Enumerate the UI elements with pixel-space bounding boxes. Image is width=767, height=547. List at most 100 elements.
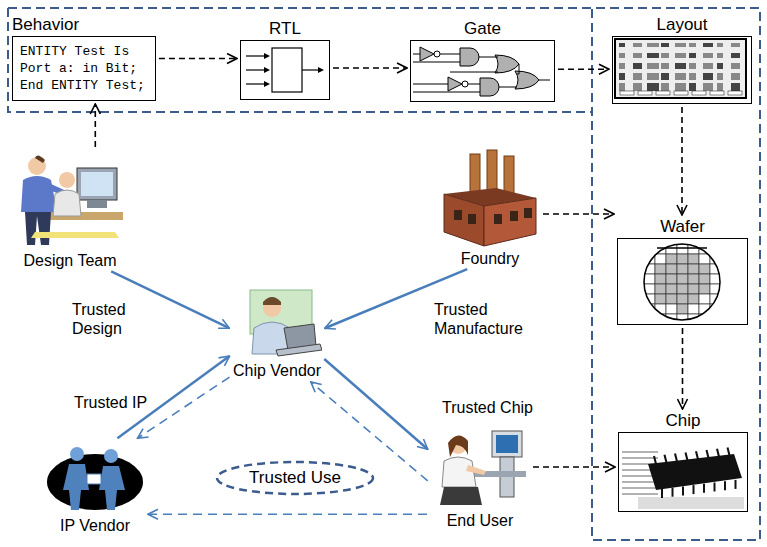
icon-part (21, 176, 57, 212)
icon-part (499, 86, 517, 87)
icon-part (492, 431, 522, 457)
icon-part (264, 67, 270, 73)
flow-arrow (682, 328, 684, 409)
icon-part (655, 294, 666, 304)
flow-arrow (159, 58, 237, 60)
icon-part (688, 264, 699, 274)
icon-part (710, 314, 721, 324)
team-illustration (15, 150, 125, 250)
icon-part (657, 247, 707, 249)
icon-part (717, 448, 719, 456)
layout-illustration (612, 36, 752, 104)
chip-illustration (618, 432, 748, 512)
icon-part (727, 447, 729, 455)
icon-part (264, 53, 270, 59)
icon-part (25, 212, 51, 245)
stage-heading: Layout (656, 16, 707, 34)
icon-part (706, 450, 708, 458)
icon-part (638, 497, 744, 498)
behavior-box: BehaviorENTITY Test Is Port a: in Bit; E… (12, 36, 156, 101)
chip-box: Chip (618, 432, 748, 512)
stage-heading: RTL (269, 20, 301, 38)
icon-part (675, 43, 686, 47)
icon-part (638, 505, 744, 506)
icon-part (619, 43, 625, 47)
icon-part (444, 194, 484, 246)
icon-part (689, 63, 696, 69)
icon-part (496, 435, 518, 453)
icon-part (633, 83, 642, 91)
flow-arrow (558, 68, 609, 70)
icon-part (685, 452, 687, 460)
foundry: Foundry (440, 148, 540, 248)
icon-part (448, 77, 462, 91)
icon-part (699, 264, 710, 274)
icon-part (675, 453, 677, 461)
icon-part (647, 53, 659, 58)
icon-part (666, 294, 677, 304)
rtl-illustration (240, 40, 330, 100)
icon-part (644, 274, 655, 284)
stage-heading: Wafer (660, 218, 705, 236)
icon-part (644, 314, 655, 324)
gate-illustration (410, 40, 555, 102)
icon-part (647, 73, 659, 80)
icon-part (671, 487, 673, 496)
icon-part (655, 284, 666, 294)
icon-part (263, 297, 281, 305)
icon-part (721, 284, 732, 294)
icon-part (717, 53, 723, 58)
layout-box: Layout (612, 36, 752, 104)
icon-part (462, 81, 468, 87)
icon-part (622, 487, 658, 489)
icon-part (77, 168, 117, 200)
wafer-illustration (617, 238, 748, 325)
icon-part (448, 435, 468, 457)
icon-part (615, 39, 746, 98)
flow-arrow (681, 107, 683, 215)
icon-part (647, 83, 659, 91)
icon-part (617, 238, 748, 325)
icon-part (63, 464, 89, 510)
icon-part (713, 482, 715, 491)
icon-part (460, 48, 479, 66)
icon-part (666, 264, 677, 274)
icon-part (689, 43, 696, 47)
icon-part (666, 304, 677, 314)
icon-part (53, 190, 81, 216)
icon-part (661, 43, 669, 47)
icon-part (689, 53, 696, 58)
dashed-region (8, 8, 760, 540)
icon-part (638, 91, 652, 95)
icon-part (440, 487, 482, 505)
trust-arrow (137, 377, 229, 438)
chip-vendor: Chip Vendor (232, 288, 322, 360)
icon-part (480, 78, 499, 96)
icon-part (699, 274, 710, 284)
icon-part (99, 466, 125, 510)
icon-part (413, 61, 460, 62)
node-label: Design Team (23, 252, 116, 270)
icon-part (703, 483, 705, 492)
icon-part (721, 304, 732, 314)
icon-part (495, 55, 519, 73)
icon-part (434, 51, 440, 57)
icon-part (619, 63, 625, 69)
icon-part (692, 485, 694, 494)
icon-part (638, 503, 744, 504)
icon-part (677, 304, 688, 314)
icon-part (276, 344, 322, 356)
stage-heading: Gate (464, 20, 501, 38)
icon-part (468, 214, 476, 224)
icon-part (699, 284, 710, 294)
gate-box: Gate (410, 40, 555, 102)
icon-part (710, 91, 724, 95)
node-label: End User (447, 512, 514, 530)
icon-part (413, 53, 420, 54)
ip-vendor: IP Vendor (45, 440, 145, 515)
trusted-use-ellipse: Trusted Use (215, 460, 375, 496)
icon-part (620, 91, 634, 95)
icon-part (656, 91, 670, 95)
ipv-illustration (45, 440, 145, 515)
icon-part (731, 63, 740, 69)
